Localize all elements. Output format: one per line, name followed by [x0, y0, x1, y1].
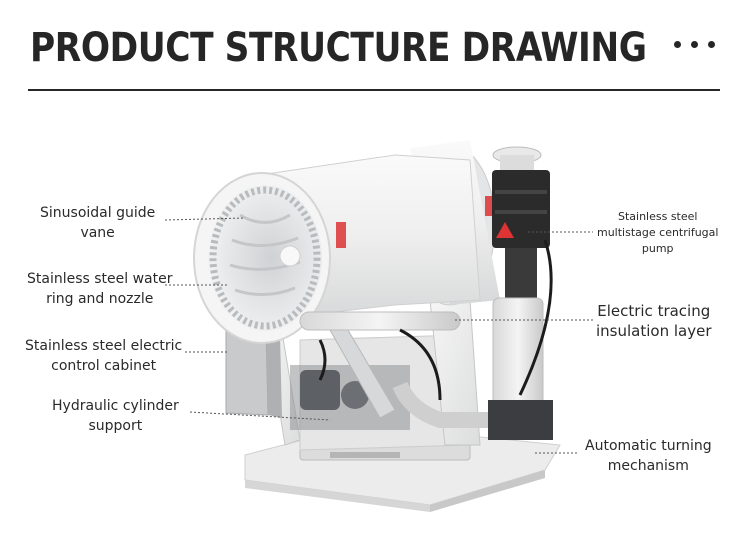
label-pump: Stainless steel multistage centrifugal p… [597, 209, 718, 257]
label-line: Stainless steel water [27, 271, 173, 287]
label-line: Stainless steel electric [25, 338, 183, 354]
label-line: vane [80, 225, 115, 241]
title-divider [28, 89, 720, 91]
label-line: control cabinet [51, 358, 157, 374]
ellipsis-icon[interactable] [674, 36, 726, 52]
control-cabinet [225, 329, 282, 418]
label-line: insulation layer [596, 322, 712, 340]
label-line: Electric tracing [597, 302, 711, 320]
label-line: ring and nozzle [46, 291, 154, 307]
pipe [299, 311, 500, 428]
label-line: Stainless steel [617, 210, 698, 223]
label-water-ring: Stainless steel water ring and nozzle [27, 269, 173, 309]
dot [674, 40, 681, 48]
label-line: mechanism [607, 458, 689, 474]
dot [708, 40, 715, 48]
label-line: support [88, 418, 143, 434]
label-guide-vane: Sinusoidal guide vane [40, 203, 155, 243]
label-line: multistage centrifugal [597, 226, 719, 239]
dot [691, 40, 698, 48]
label-line: Automatic turning [585, 438, 712, 454]
label-line: Hydraulic cylinder [52, 398, 179, 414]
label-cylinder-support: Hydraulic cylinder support [52, 396, 179, 436]
pump-assembly [488, 146, 553, 440]
page-title: PRODUCT STRUCTURE DRAWING [30, 25, 647, 71]
label-tracing: Electric tracing insulation layer [596, 301, 712, 341]
label-turning: Automatic turning mechanism [585, 436, 712, 476]
barrel [193, 154, 493, 344]
label-control-cabinet: Stainless steel electric control cabinet [25, 336, 182, 376]
label-line: Sinusoidal guide [40, 205, 156, 221]
leader-lines [164, 217, 593, 454]
label-line: pump [641, 242, 674, 255]
